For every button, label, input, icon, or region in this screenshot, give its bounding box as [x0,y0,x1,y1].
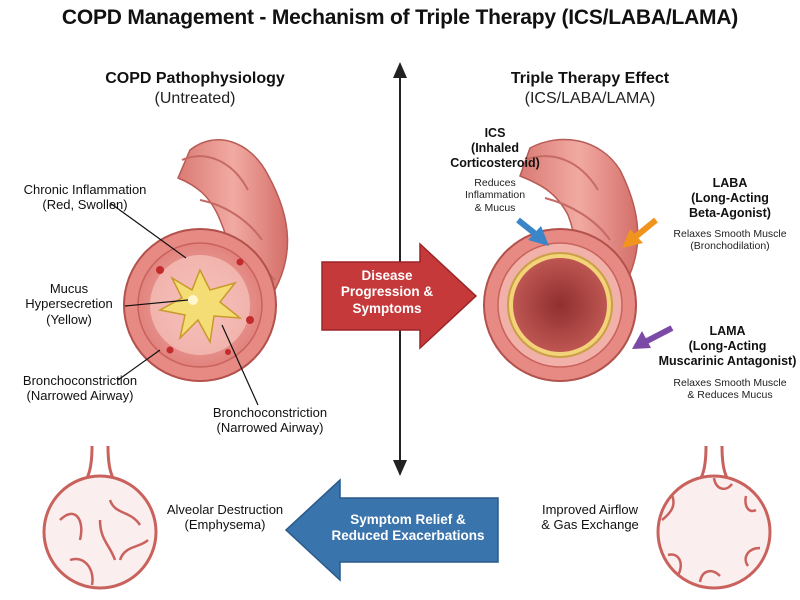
progression-line2: Progression & [340,284,434,300]
lama-name: LAMA (Long-Acting Muscarinic Antagonist) [655,324,800,368]
lama-effect-line2: & Reduces Mucus [687,389,773,402]
lama-name-line3: Muscarinic Antagonist) [658,353,797,368]
right-heading: Triple Therapy Effect [510,70,670,87]
left-subheading: (Untreated) [154,90,236,107]
airflow-label-line2: & Gas Exchange [541,517,639,533]
progression-line1: Disease [361,268,413,283]
mucus-label-line1: Mucus [49,281,89,296]
healthy-alveolus [656,445,772,590]
laba-name: LABA (Long-Acting Beta-Agonist) [665,176,795,220]
treated-airway [483,138,639,382]
laba-name-line1: LABA [712,176,748,190]
ics-effect-line3: & Mucus [474,201,516,214]
ics-arrow [516,217,549,246]
ics-name-line1: ICS [484,126,506,140]
laba-effect-line1: Relaxes Smooth Muscle [673,228,787,240]
progression-arrow-shape [321,242,478,350]
bronchoconstriction-left-label: Bronchoconstriction (Narrowed Airway) [0,373,160,404]
broncho-right-line2: (Narrowed Airway) [216,420,324,436]
relief-line2: Reduced Exacerbations [331,528,485,544]
inflammation-label: Chronic Inflammation (Red, Swollen) [5,182,165,213]
mucus-label-line3: (Yellow) [46,311,92,327]
emphysema-alveolus [42,445,158,590]
inflammation-label-line2: (Red, Swollen) [42,197,128,213]
page-title: COPD Management - Mechanism of Triple Th… [61,6,739,29]
laba-name-line2: (Long-Acting [691,190,769,205]
mucus-label-line2: Hypersecretion [25,296,113,312]
broncho-left-line2: (Narrowed Airway) [26,388,134,404]
untreated-airway [123,139,289,382]
progression-line3: Symptoms [352,300,422,316]
laba-arrow [622,217,658,248]
ics-effect-line1: Reduces [474,177,516,189]
ics-name-line2: (Inhaled [471,140,519,155]
laba-name-line3: Beta-Agonist) [689,205,771,220]
right-subheading: (ICS/LABA/LAMA) [524,90,656,107]
lama-name-line1: LAMA [709,324,746,338]
laba-effect: Relaxes Smooth Muscle (Bronchodilation) [660,228,800,253]
lama-effect-line1: Relaxes Smooth Muscle [673,377,787,389]
ics-name-line3: Corticosteroid) [450,155,540,170]
alveolar-label-line1: Alveolar Destruction [166,502,284,517]
left-heading: COPD Pathophysiology [105,70,285,87]
relief-arrow-label: Symptom Relief & Reduced Exacerbations [318,512,498,545]
alveolar-label: Alveolar Destruction (Emphysema) [150,502,300,533]
bronchoconstriction-right-label: Bronchoconstriction (Narrowed Airway) [190,405,350,436]
airflow-label: Improved Airflow & Gas Exchange [525,502,655,533]
ics-name: ICS (Inhaled Corticosteroid) [440,126,550,170]
lama-name-line2: (Long-Acting [688,338,767,353]
laba-effect-line2: (Bronchodilation) [690,240,770,253]
relief-arrow-shape [284,478,499,582]
mucus-label: Mucus Hypersecretion (Yellow) [14,281,124,327]
lama-arrow [632,325,674,349]
ics-effect: Reduces Inflammation & Mucus [445,177,545,214]
airflow-label-line1: Improved Airflow [541,502,639,517]
alveolar-label-line2: (Emphysema) [184,517,266,533]
relief-line1: Symptom Relief & [350,512,466,527]
ics-effect-line2: Inflammation [464,189,526,202]
progression-arrow-label: Disease Progression & Symptoms [322,268,452,317]
broncho-right-line1: Bronchoconstriction [212,405,328,420]
lama-effect: Relaxes Smooth Muscle & Reduces Mucus [660,377,800,402]
left-leader-lines [109,202,259,406]
inflammation-label-line1: Chronic Inflammation [23,182,147,197]
broncho-left-line1: Bronchoconstriction [22,373,138,388]
